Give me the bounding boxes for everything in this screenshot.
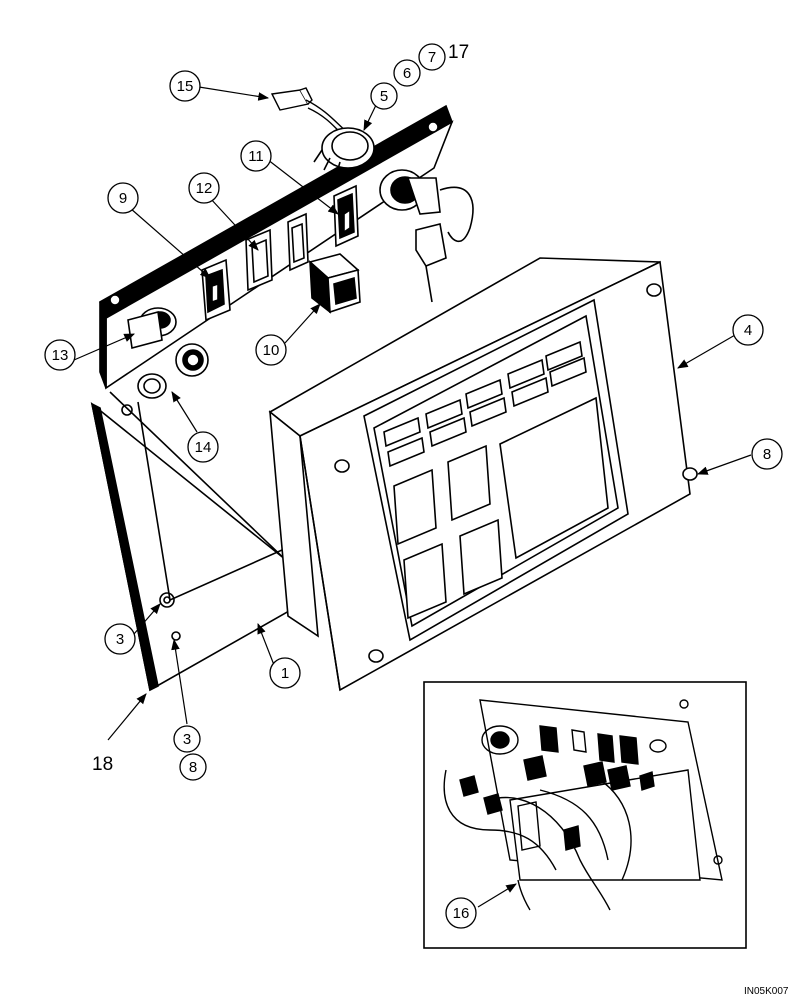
callout-label-c7: 7 <box>428 49 436 66</box>
callout-label-c8b: 8 <box>189 759 197 776</box>
callout-circle-c7 <box>418 43 446 71</box>
callout-circle-c3b <box>173 725 201 753</box>
callout-label-c15: 15 <box>177 78 194 95</box>
drawing-code: IN05K007 <box>744 986 789 997</box>
rocker-switch-11 <box>333 184 359 248</box>
callout-label-c6: 6 <box>403 65 411 82</box>
callout-label-c13: 13 <box>52 347 69 364</box>
rocker-switch-9 <box>201 258 231 322</box>
rotary-knob <box>127 307 177 350</box>
callout-label-c12: 12 <box>196 180 213 197</box>
callout-circle-c10 <box>255 334 287 366</box>
callout-label-c5: 5 <box>380 88 388 105</box>
callout-circle-c11 <box>240 140 272 172</box>
callout-label-c4: 4 <box>744 322 752 339</box>
switch-cutout <box>287 212 309 272</box>
callout-label-c3b: 3 <box>183 731 191 748</box>
callout-circle-c8b <box>179 753 207 781</box>
wiring-harness-inset <box>423 681 747 949</box>
callout-circle-c3a <box>104 623 136 655</box>
callout-circle-c13 <box>44 339 76 371</box>
callout-circle-c9 <box>107 182 139 214</box>
callout-circle-c6 <box>393 59 421 87</box>
callout-circle-c14 <box>187 431 219 463</box>
label-17: 17 <box>448 42 469 63</box>
callout-label-c1: 1 <box>281 665 289 682</box>
callout-label-c9: 9 <box>119 190 127 207</box>
callout-label-c16: 16 <box>453 905 470 922</box>
callout-label-c11: 11 <box>248 148 264 165</box>
callout-circle-c15 <box>169 70 201 102</box>
callout-label-c3a: 3 <box>116 631 124 648</box>
push-button <box>137 343 209 399</box>
ignition-switch <box>379 169 474 303</box>
callout-circle-c4 <box>732 314 764 346</box>
label-18: 18 <box>92 754 113 775</box>
rocker-switch-10 <box>308 253 361 314</box>
callout-label-c8a: 8 <box>763 446 771 463</box>
callout-circle-c16 <box>445 897 477 929</box>
callout-circle-c12 <box>188 172 220 204</box>
indicator-light-12 <box>245 228 273 292</box>
callout-label-c14: 14 <box>195 439 212 456</box>
callout-label-c10: 10 <box>263 342 280 359</box>
leader-lines <box>73 86 752 908</box>
callout-circle-c1 <box>269 657 301 689</box>
connector-plug <box>270 87 351 141</box>
rotary-switch <box>313 127 375 177</box>
display-module <box>268 257 698 692</box>
callout-circle-c8a <box>751 438 783 470</box>
callout-circle-c5 <box>370 82 398 110</box>
